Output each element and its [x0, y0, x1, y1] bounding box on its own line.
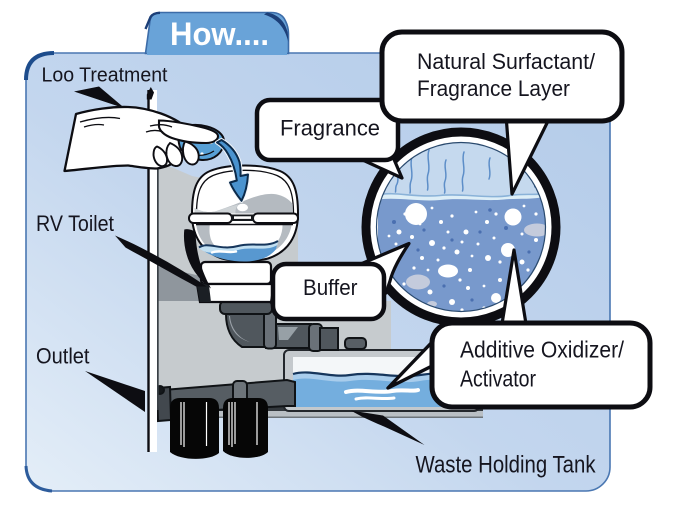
- svg-text:Waste Holding Tank: Waste Holding Tank: [416, 452, 597, 479]
- svg-text:Loo Treatment: Loo Treatment: [42, 64, 168, 87]
- svg-text:How....: How....: [170, 16, 269, 52]
- svg-text:Fragrance: Fragrance: [280, 116, 380, 141]
- svg-text:Additive Oxidizer/: Additive Oxidizer/: [460, 337, 624, 363]
- svg-text:Outlet: Outlet: [36, 344, 90, 369]
- svg-text:Natural Surfactant/: Natural Surfactant/: [417, 49, 596, 74]
- svg-text:RV Toilet: RV Toilet: [36, 211, 115, 236]
- svg-text:Buffer: Buffer: [303, 275, 358, 300]
- svg-text:Activator: Activator: [460, 366, 536, 392]
- svg-text:Fragrance Layer: Fragrance Layer: [417, 76, 570, 101]
